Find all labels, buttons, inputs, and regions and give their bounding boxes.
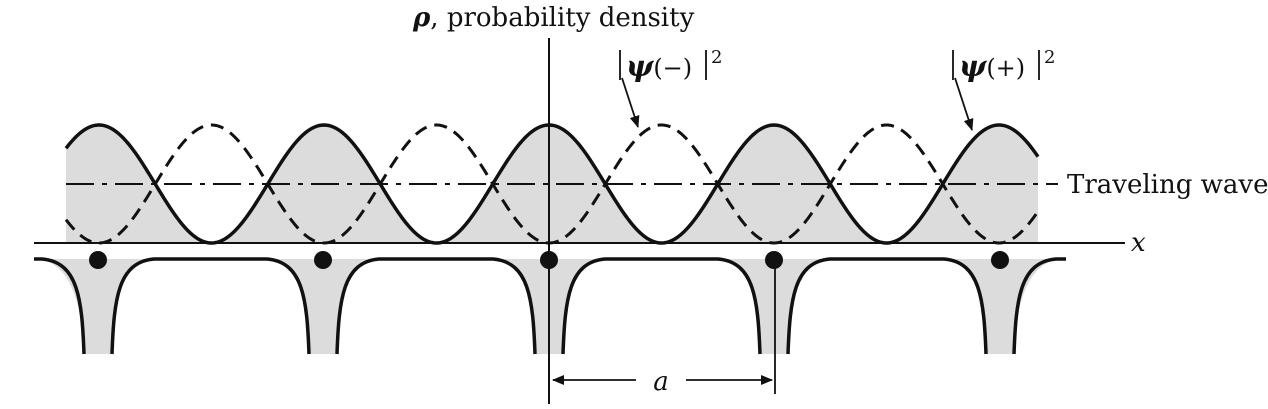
psi-minus-pointer-arrow — [621, 77, 640, 128]
potential-well-outline — [34, 257, 86, 355]
potential-well-outline — [110, 257, 311, 355]
lattice-spacing-label: a — [653, 367, 669, 397]
svg-text:ψ(−): ψ(−) — [626, 49, 692, 83]
psi-plus-squared-label: ψ(+) 2 — [952, 47, 1055, 83]
psi-minus-squared-curve — [64, 123, 1040, 245]
rho-symbol: ρ — [412, 3, 431, 33]
psi-plus-exponent: 2 — [1044, 47, 1055, 68]
potential-wells-outline — [34, 257, 1066, 355]
psi-symbol: ψ — [626, 49, 655, 83]
psi-plus-pointer-arrow — [954, 77, 974, 131]
potential-well-fill — [36, 259, 160, 354]
potential-well-fill — [261, 259, 385, 354]
ion-core-dot — [314, 251, 332, 269]
svg-text:ψ(+): ψ(+) — [959, 49, 1025, 83]
potential-well-outline — [786, 257, 988, 355]
potential-well-outline — [335, 257, 537, 355]
psi-symbol: ψ — [959, 49, 988, 83]
psi-plus-shaded-area — [66, 125, 1038, 243]
psi-minus-squared-label: ψ(−) 2 — [619, 47, 722, 83]
potential-well-fill — [938, 259, 1062, 354]
potential-well-fill — [712, 259, 836, 354]
potential-well-outline — [1012, 257, 1066, 355]
potential-well-outline — [561, 257, 762, 355]
psi-plus-squared-curve — [64, 123, 1040, 245]
psi-minus-sign: (−) — [653, 54, 692, 82]
y-axis-label: ρ, probability density — [412, 3, 695, 33]
x-axis-label: x — [1131, 228, 1146, 258]
psi-minus-exponent: 2 — [711, 47, 722, 68]
ion-core-dot — [89, 251, 107, 269]
traveling-wave-label: Traveling wave — [1067, 170, 1268, 200]
ion-core-dot — [540, 251, 558, 269]
ion-core-dot — [991, 251, 1009, 269]
ion-cores — [89, 251, 1009, 269]
ion-core-dot — [765, 251, 783, 269]
y-axis-label-text: , probability density — [430, 3, 694, 33]
psi-plus-sign: (+) — [986, 54, 1025, 82]
